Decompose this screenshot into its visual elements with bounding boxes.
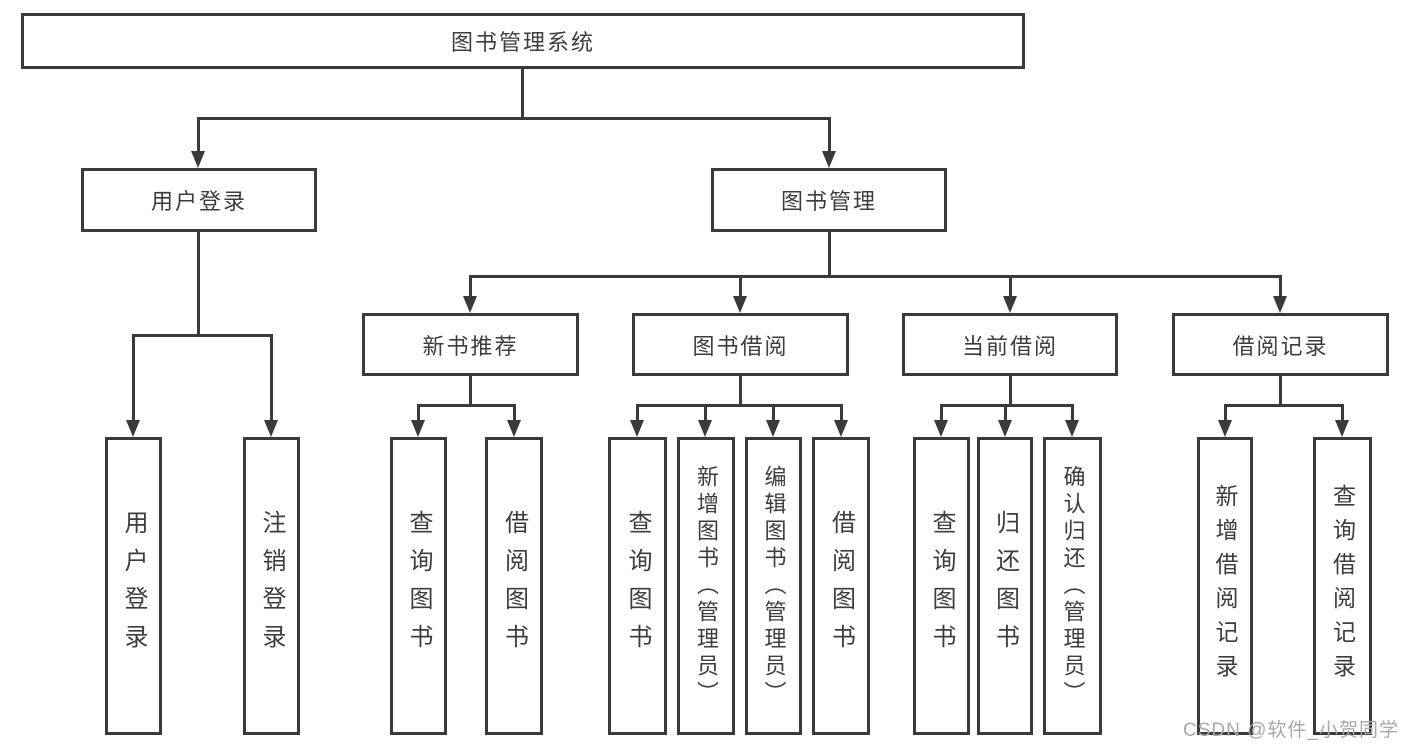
- arrowhead-down-icon: [998, 420, 1012, 437]
- connector-line: [1009, 275, 1012, 299]
- node-leaf-borrow-books: 借阅图书: [812, 437, 870, 735]
- node-user-login: 用户登录: [81, 168, 317, 232]
- connector-line: [739, 275, 742, 299]
- connector-line: [828, 117, 831, 153]
- connector-line: [840, 404, 843, 422]
- connector-book-borrow-hbar: [636, 404, 843, 407]
- connector-line: [417, 404, 420, 422]
- connector-new-book-hbar: [417, 404, 516, 407]
- connector-book-borrow-stub: [739, 376, 742, 407]
- connector-new-book-stub: [469, 376, 472, 407]
- node-leaf-user-login: 用户登录: [105, 437, 162, 735]
- arrowhead-down-icon: [463, 296, 477, 313]
- connector-borrow-records-hbar: [1224, 404, 1344, 407]
- connector-line: [197, 117, 200, 153]
- connector-line: [1341, 404, 1344, 422]
- connector-level3-hbar: [469, 275, 1282, 278]
- node-leaf-query-books-current: 查询图书: [913, 437, 970, 735]
- arrowhead-down-icon: [698, 420, 712, 437]
- arrowhead-down-icon: [834, 420, 848, 437]
- arrowhead-down-icon: [934, 420, 948, 437]
- connector-line: [270, 334, 273, 422]
- connector-line: [704, 404, 707, 422]
- node-leaf-borrow-books-recommend: 借阅图书: [485, 437, 543, 735]
- watermark: CSDN @软件_小贺同学: [1183, 720, 1399, 741]
- connector-line: [1071, 404, 1074, 422]
- connector-borrow-records-stub: [1279, 376, 1282, 407]
- node-book-borrow: 图书借阅: [632, 313, 849, 376]
- node-leaf-confirm-return-admin: 确认归还（管理员）: [1043, 437, 1102, 735]
- node-borrow-records: 借阅记录: [1172, 313, 1389, 376]
- connector-line: [132, 334, 135, 422]
- connector-line: [469, 275, 472, 299]
- arrowhead-down-icon: [630, 420, 644, 437]
- node-root: 图书管理系统: [21, 13, 1025, 69]
- connector-line: [513, 404, 516, 422]
- connector-line: [1004, 404, 1007, 422]
- arrowhead-down-icon: [822, 151, 836, 168]
- node-leaf-return-books: 归还图书: [977, 437, 1033, 735]
- connector-user-login-stub: [197, 232, 200, 336]
- connector-line: [1224, 404, 1227, 422]
- arrowhead-down-icon: [1273, 296, 1287, 313]
- arrowhead-down-icon: [411, 420, 425, 437]
- node-leaf-query-books-borrow: 查询图书: [608, 437, 667, 735]
- connector-line: [940, 404, 943, 422]
- node-current-borrow: 当前借阅: [902, 313, 1118, 376]
- connector-root-stub: [521, 69, 524, 120]
- arrowhead-down-icon: [1218, 420, 1232, 437]
- node-leaf-edit-book-admin: 编辑图书（管理员）: [745, 437, 802, 735]
- connector-line: [636, 404, 639, 422]
- connector-line: [1279, 275, 1282, 299]
- arrowhead-down-icon: [1335, 420, 1349, 437]
- arrowhead-down-icon: [766, 420, 780, 437]
- node-leaf-query-borrow-record: 查询借阅记录: [1313, 437, 1372, 735]
- arrowhead-down-icon: [191, 151, 205, 168]
- arrowhead-down-icon: [1065, 420, 1079, 437]
- node-leaf-logout: 注销登录: [243, 437, 300, 735]
- node-book-management: 图书管理: [711, 168, 947, 232]
- connector-level2-hbar: [197, 117, 831, 120]
- node-new-book-recommend: 新书推荐: [362, 313, 579, 376]
- connector-current-borrow-hbar: [940, 404, 1074, 407]
- arrowhead-down-icon: [733, 296, 747, 313]
- node-leaf-query-books-recommend: 查询图书: [390, 437, 447, 735]
- connector-book-management-stub: [828, 232, 831, 277]
- arrowhead-down-icon: [507, 420, 521, 437]
- node-leaf-add-book-admin: 新增图书（管理员）: [677, 437, 735, 735]
- arrowhead-down-icon: [126, 420, 140, 437]
- connector-line: [772, 404, 775, 422]
- connector-user-login-hbar: [132, 334, 273, 337]
- arrowhead-down-icon: [264, 420, 278, 437]
- connector-current-borrow-stub: [1009, 376, 1012, 407]
- node-leaf-add-borrow-record: 新增借阅记录: [1197, 437, 1253, 735]
- arrowhead-down-icon: [1003, 296, 1017, 313]
